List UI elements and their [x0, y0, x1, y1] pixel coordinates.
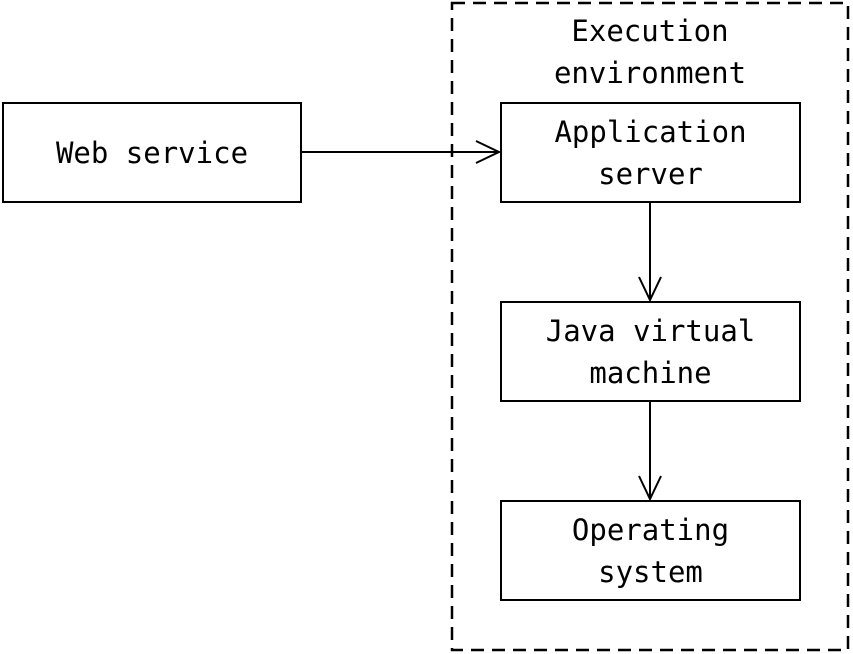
java-virtual-machine-node: Java virtual machine [500, 301, 801, 402]
edge-jvm-to-operating-system [638, 401, 662, 502]
execution-environment-title: Execution environment [553, 14, 747, 90]
edge-application-server-to-jvm [638, 202, 662, 303]
execution-environment-boundary [450, 1, 850, 652]
application-server-node: Application server [500, 102, 801, 203]
arrowhead-icon [638, 475, 662, 502]
arrowhead-icon [638, 276, 662, 303]
operating-system-node: Operating system [500, 500, 801, 601]
web-service-node: Web service [2, 102, 302, 203]
edge-web-service-to-application-server [301, 140, 502, 164]
arrowhead-icon [475, 140, 502, 164]
